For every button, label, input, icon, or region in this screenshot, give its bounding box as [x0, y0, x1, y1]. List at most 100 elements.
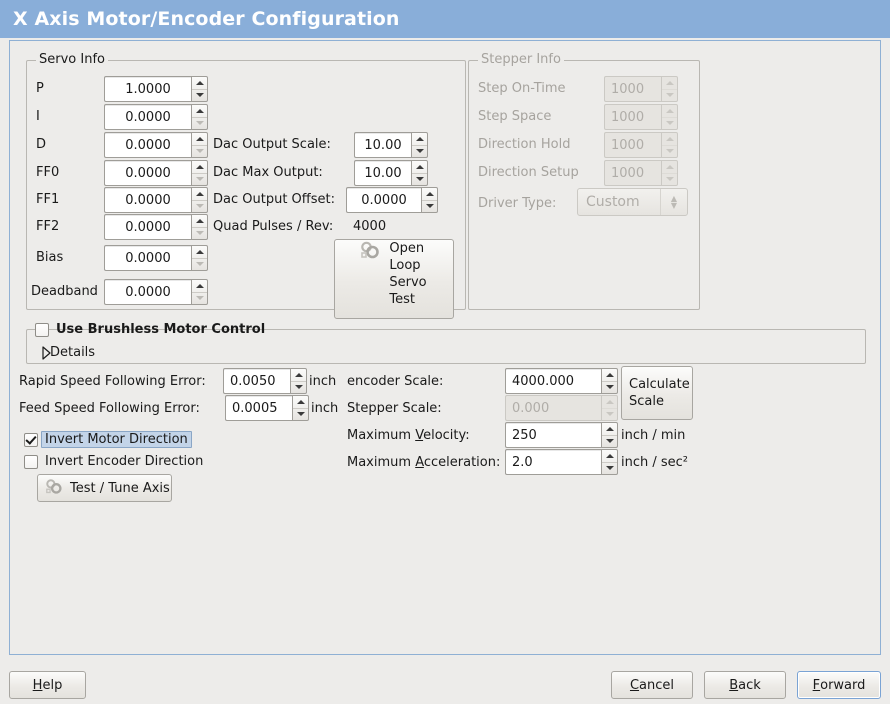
spin-down-icon[interactable] — [422, 199, 437, 213]
servo-input-i-value[interactable]: 0.0000 — [104, 104, 191, 130]
spin-up-icon[interactable] — [192, 215, 207, 227]
spin-up-icon[interactable] — [192, 133, 207, 145]
spin-up-icon[interactable] — [412, 161, 427, 173]
checkbox-box[interactable] — [35, 322, 49, 337]
servo-input-d[interactable]: 0.0000 — [104, 132, 208, 158]
spin-up-icon[interactable] — [192, 188, 207, 200]
encoder-scale-spinner[interactable] — [601, 368, 618, 394]
step-on-time-input: 1000 — [604, 76, 678, 102]
servo-input-p-spinner[interactable] — [191, 76, 208, 102]
dac-output-offset-spinner[interactable] — [421, 187, 438, 213]
dac-output-scale-value[interactable]: 10.00 — [354, 132, 411, 158]
dac-max-output-spinner[interactable] — [411, 160, 428, 186]
rapid-error-spinner[interactable] — [290, 368, 307, 394]
invert-motor-direction-label: Invert Motor Direction — [41, 431, 192, 448]
spin-down-icon[interactable] — [291, 380, 306, 394]
rapid-speed-following-error-value[interactable]: 0.0050 — [223, 368, 290, 394]
dac-output-scale-spinner[interactable] — [411, 132, 428, 158]
spin-up-icon[interactable] — [192, 77, 207, 89]
spin-up-icon[interactable] — [602, 450, 617, 462]
feed-speed-following-error-value[interactable]: 0.0005 — [225, 395, 292, 421]
dac-max-output-value[interactable]: 10.00 — [354, 160, 411, 186]
invert-encoder-direction-checkbox[interactable]: Invert Encoder Direction — [24, 454, 203, 469]
spin-down-icon[interactable] — [192, 199, 207, 213]
checkbox-box[interactable] — [24, 432, 38, 447]
spin-up-icon[interactable] — [412, 133, 427, 145]
dac-max-output-input[interactable]: 10.00 — [354, 160, 428, 186]
forward-button-mnemonic: F — [812, 677, 821, 693]
spin-up-icon[interactable] — [192, 280, 207, 292]
servo-input-bias-spinner[interactable] — [191, 245, 208, 271]
servo-input-ff1-value[interactable]: 0.0000 — [104, 187, 191, 213]
spin-down-icon[interactable] — [192, 291, 207, 305]
servo-input-d-spinner[interactable] — [191, 132, 208, 158]
servo-input-i[interactable]: 0.0000 — [104, 104, 208, 130]
maximum-velocity-spinner[interactable] — [601, 422, 618, 448]
maximum-velocity-input[interactable]: 250 — [505, 422, 618, 448]
maximum-acceleration-input[interactable]: 2.0 — [505, 449, 618, 475]
spin-up-icon[interactable] — [422, 188, 437, 200]
spin-down-icon[interactable] — [293, 407, 308, 421]
servo-input-bias-value[interactable]: 0.0000 — [104, 245, 191, 271]
encoder-scale-input[interactable]: 4000.000 — [505, 368, 618, 394]
spin-down-icon[interactable] — [412, 144, 427, 158]
servo-input-ff1[interactable]: 0.0000 — [104, 187, 208, 213]
spin-up-icon[interactable] — [602, 369, 617, 381]
spin-up-icon[interactable] — [192, 246, 207, 258]
feed-speed-following-error-input[interactable]: 0.0005 — [225, 395, 309, 421]
open-loop-servo-test-button[interactable]: Open Loop Servo Test — [334, 239, 454, 319]
spin-down-icon[interactable] — [602, 380, 617, 394]
maximum-acceleration-spinner[interactable] — [601, 449, 618, 475]
dac-output-offset-value[interactable]: 0.0000 — [346, 187, 421, 213]
servo-input-ff1-spinner[interactable] — [191, 187, 208, 213]
invert-motor-direction-checkbox[interactable]: Invert Motor Direction — [24, 431, 192, 448]
servo-input-ff0[interactable]: 0.0000 — [104, 160, 208, 186]
spin-down-icon[interactable] — [192, 172, 207, 186]
maximum-velocity-value[interactable]: 250 — [505, 422, 601, 448]
spin-up-icon[interactable] — [293, 396, 308, 408]
servo-input-ff2-value[interactable]: 0.0000 — [104, 214, 191, 240]
servo-input-p-value[interactable]: 1.0000 — [104, 76, 191, 102]
rapid-speed-following-error-input[interactable]: 0.0050 — [223, 368, 307, 394]
use-brushless-motor-control-checkbox[interactable]: Use Brushless Motor Control — [35, 322, 265, 337]
test-tune-axis-button[interactable]: Test / Tune Axis — [37, 474, 172, 502]
servo-input-ff2[interactable]: 0.0000 — [104, 214, 208, 240]
maximum-acceleration-value[interactable]: 2.0 — [505, 449, 601, 475]
spin-down-icon[interactable] — [412, 172, 427, 186]
servo-input-ff2-spinner[interactable] — [191, 214, 208, 240]
checkbox-box[interactable] — [24, 454, 38, 469]
servo-input-i-spinner[interactable] — [191, 104, 208, 130]
encoder-scale-value[interactable]: 4000.000 — [505, 368, 601, 394]
calculate-scale-button[interactable]: Calculate Scale — [621, 366, 693, 420]
dac-output-scale-input[interactable]: 10.00 — [354, 132, 428, 158]
feed-error-spinner[interactable] — [292, 395, 309, 421]
chevron-updown-icon: ▲▼ — [660, 189, 687, 215]
spin-up-icon[interactable] — [192, 161, 207, 173]
spin-down-icon[interactable] — [192, 116, 207, 130]
servo-input-deadband-spinner[interactable] — [191, 279, 208, 305]
servo-input-ff0-spinner[interactable] — [191, 160, 208, 186]
dac-output-offset-input[interactable]: 0.0000 — [346, 187, 438, 213]
servo-input-p[interactable]: 1.0000 — [104, 76, 208, 102]
servo-input-d-value[interactable]: 0.0000 — [104, 132, 191, 158]
spin-down-icon[interactable] — [192, 226, 207, 240]
spin-down-icon[interactable] — [192, 257, 207, 271]
spin-up-icon[interactable] — [602, 423, 617, 435]
details-expander[interactable]: Details — [33, 345, 95, 360]
servo-input-bias[interactable]: 0.0000 — [104, 245, 208, 271]
spin-down-icon[interactable] — [192, 88, 207, 102]
servo-input-ff0-value[interactable]: 0.0000 — [104, 160, 191, 186]
spin-down-icon[interactable] — [602, 434, 617, 448]
chevron-right-icon[interactable] — [33, 345, 51, 360]
spin-down-icon[interactable] — [192, 144, 207, 158]
servo-input-deadband[interactable]: 0.0000 — [104, 279, 208, 305]
maximum-velocity-label-post: elocity: — [423, 428, 470, 443]
spin-down-icon[interactable] — [602, 461, 617, 475]
spin-up-icon[interactable] — [192, 105, 207, 117]
servo-input-deadband-value[interactable]: 0.0000 — [104, 279, 191, 305]
spin-up-icon[interactable] — [291, 369, 306, 381]
